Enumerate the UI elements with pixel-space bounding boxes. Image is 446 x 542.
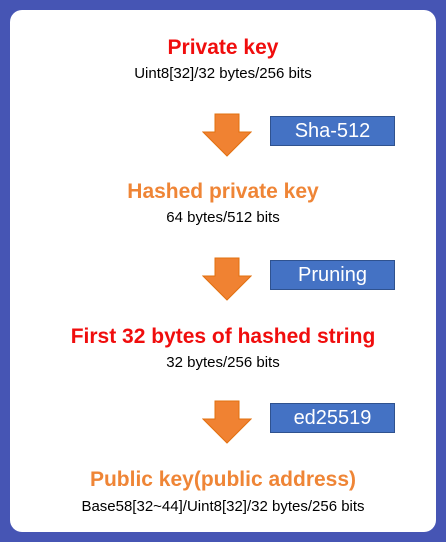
operation-sha512-box: Sha-512 xyxy=(270,116,395,146)
operation-ed25519-box: ed25519 xyxy=(270,403,395,433)
step-subtitle-hashed-private-key: 64 bytes/512 bits xyxy=(166,209,280,226)
step-title-private-key: Private key xyxy=(167,36,279,59)
operation-pruning-box: Pruning xyxy=(270,260,395,290)
down-arrow-icon xyxy=(202,400,252,444)
step-title-public-key: Public key(public address) xyxy=(89,468,357,491)
down-arrow-icon xyxy=(202,257,252,301)
step-title-first-32-bytes: First 32 bytes of hashed string xyxy=(70,325,376,348)
step-subtitle-private-key: Uint8[32]/32 bytes/256 bits xyxy=(134,65,312,82)
step-subtitle-first-32-bytes: 32 bytes/256 bits xyxy=(166,354,280,371)
down-arrow-icon xyxy=(202,113,252,157)
step-title-hashed-private-key: Hashed private key xyxy=(127,180,319,203)
step-subtitle-public-key: Base58[32~44]/Uint8[32]/32 bytes/256 bit… xyxy=(81,498,365,515)
